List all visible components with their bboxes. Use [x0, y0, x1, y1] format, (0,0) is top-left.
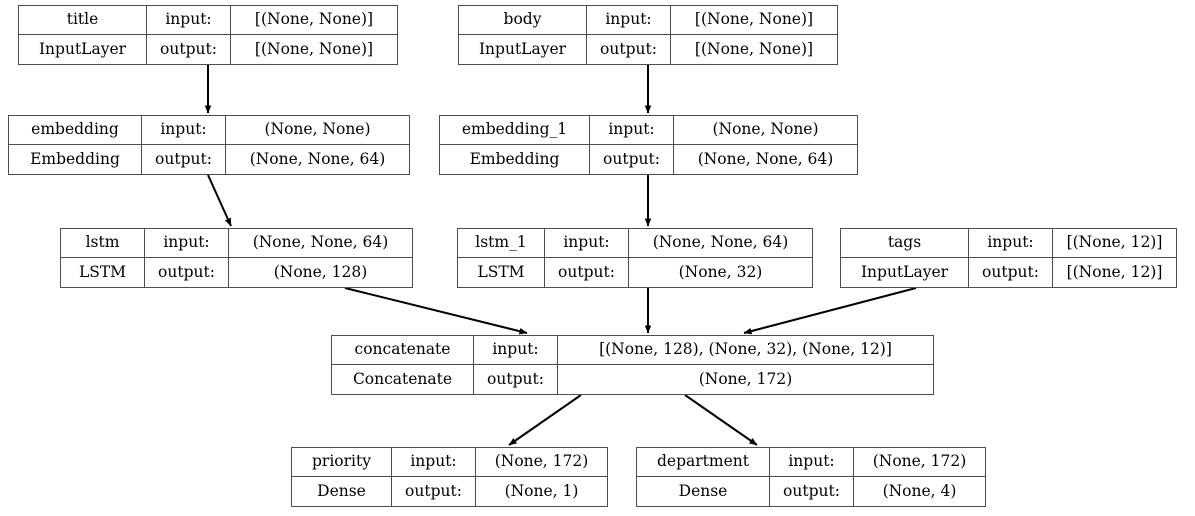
layer-class-lstm: LSTM — [61, 258, 145, 287]
layer-name-embedding: embedding — [9, 116, 142, 144]
input-shape-lstm: (None, None, 64) — [252, 233, 389, 252]
input-shape-title: [(None, None)] — [254, 10, 374, 29]
output-label-title: output: — [147, 35, 231, 64]
input-label-embedding: input: — [142, 116, 226, 144]
input-shape-priority: (None, 172) — [494, 452, 589, 471]
layer-name-embedding_1: embedding_1 — [440, 116, 590, 144]
output-label-priority: output: — [392, 477, 476, 506]
output-shape-embedding: (None, None, 64) — [249, 149, 386, 168]
output-shape-lstm: (None, 128) — [273, 262, 368, 281]
input-label-title: input: — [147, 6, 231, 34]
edge-concatenate-to-department — [684, 394, 758, 446]
layer-class-department: Dense — [637, 477, 770, 506]
output-label-concatenate: output: — [474, 365, 558, 394]
output-shape-tags: [(None, 12)] — [1066, 262, 1163, 281]
layer-name-lstm: lstm — [61, 229, 145, 257]
input-shape-embedding_1: (None, None) — [712, 120, 819, 139]
layer-class-priority: Dense — [292, 477, 392, 506]
input-label-tags: input: — [969, 229, 1053, 257]
input-shape-tags: [(None, 12)] — [1066, 233, 1163, 252]
layer-class-concatenate: Concatenate — [332, 365, 474, 394]
input-label-concatenate: input: — [474, 336, 558, 364]
layer-name-tags: tags — [841, 229, 969, 257]
output-label-embedding_1: output: — [590, 145, 674, 174]
layer-name-title: title — [19, 6, 147, 34]
layer-class-embedding: Embedding — [9, 145, 142, 174]
output-shape-embedding_1: (None, None, 64) — [697, 149, 834, 168]
input-shape-body: [(None, None)] — [694, 10, 814, 29]
layer-name-lstm_1: lstm_1 — [458, 229, 545, 257]
output-label-lstm: output: — [145, 258, 229, 287]
edge-lstm-to-concatenate — [344, 287, 528, 335]
output-shape-lstm_1: (None, 32) — [678, 262, 763, 281]
input-label-lstm: input: — [145, 229, 229, 257]
output-shape-concatenate: (None, 172) — [698, 369, 793, 388]
edge-concatenate-to-priority — [508, 394, 582, 446]
output-label-lstm_1: output: — [545, 258, 629, 287]
layer-name-concatenate: concatenate — [332, 336, 474, 364]
edge-tags-to-concatenate — [743, 287, 917, 335]
input-shape-lstm_1: (None, None, 64) — [652, 233, 789, 252]
edge-embedding-to-lstm — [207, 174, 232, 227]
output-label-tags: output: — [969, 258, 1053, 287]
input-shape-concatenate: [(None, 128), (None, 32), (None, 12)] — [599, 340, 892, 359]
output-label-body: output: — [587, 35, 671, 64]
input-label-priority: input: — [392, 448, 476, 476]
layer-class-tags: InputLayer — [841, 258, 969, 287]
output-shape-department: (None, 4) — [882, 481, 957, 500]
input-shape-department: (None, 172) — [872, 452, 967, 471]
layer-class-lstm_1: LSTM — [458, 258, 545, 287]
output-shape-title: [(None, None)] — [254, 39, 374, 58]
layer-class-title: InputLayer — [19, 35, 147, 64]
output-shape-body: [(None, None)] — [694, 39, 814, 58]
input-label-department: input: — [770, 448, 854, 476]
layer-class-embedding_1: Embedding — [440, 145, 590, 174]
layer-name-department: department — [637, 448, 770, 476]
output-shape-priority: (None, 1) — [504, 481, 579, 500]
output-label-department: output: — [770, 477, 854, 506]
input-shape-embedding: (None, None) — [264, 120, 371, 139]
layer-class-body: InputLayer — [459, 35, 587, 64]
layer-name-priority: priority — [292, 448, 392, 476]
input-label-lstm_1: input: — [545, 229, 629, 257]
output-label-embedding: output: — [142, 145, 226, 174]
layer-name-body: body — [459, 6, 587, 34]
input-label-body: input: — [587, 6, 671, 34]
input-label-embedding_1: input: — [590, 116, 674, 144]
